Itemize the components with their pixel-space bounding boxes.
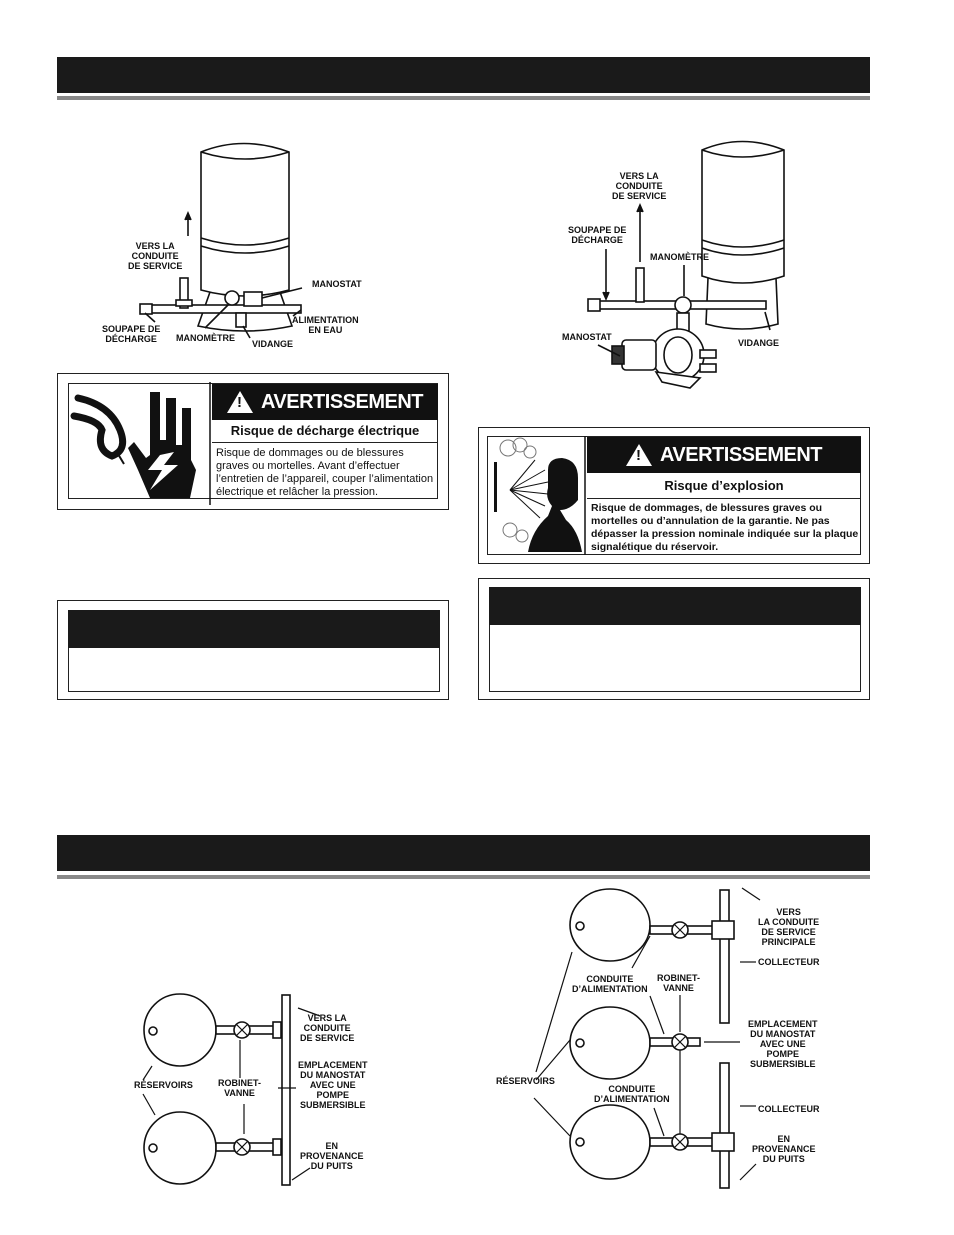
- label-emplacement-4: EMPLACEMENT DU MANOSTAT AVEC UNE POMPE S…: [748, 1019, 818, 1069]
- warning-electric-body: Risque de dommages ou de blessures grave…: [216, 447, 434, 498]
- warning-electric-inner: [68, 383, 438, 499]
- warning-explosion-inner: [487, 436, 861, 555]
- label-manostat-1: MANOSTAT: [312, 279, 362, 289]
- label-collecteur-4b: COLLECTEUR: [758, 1104, 820, 1114]
- warning-explosion-subheader: Risque d’explosion: [587, 473, 861, 499]
- label-provenance-3: EN PROVENANCE DU PUITS: [300, 1141, 364, 1171]
- label-reservoirs-3: RÉSERVOIRS: [134, 1080, 193, 1090]
- warning-triangle-icon: !: [226, 391, 253, 413]
- label-conduite-4a: CONDUITE D’ALIMENTATION: [572, 974, 648, 994]
- section-rule-top: [57, 96, 870, 100]
- label-provenance-4: EN PROVENANCE DU PUITS: [752, 1134, 816, 1164]
- label-vers-la-conduite-1: VERS LA CONDUITE DE SERVICE: [128, 241, 183, 271]
- section-header-bar-top: [57, 57, 870, 93]
- label-soupape-1: SOUPAPE DE DÉCHARGE: [102, 324, 161, 344]
- warning-electric-header: ! AVERTISSEMENT: [212, 384, 438, 420]
- notice-box-left-header: [68, 610, 440, 648]
- section-header-bar-bottom: [57, 835, 870, 871]
- label-vidange-1: VIDANGE: [252, 339, 294, 349]
- label-robinet-4: ROBINET- VANNE: [657, 973, 701, 993]
- warning-electric-header-text: AVERTISSEMENT: [260, 390, 424, 413]
- label-reservoirs-4: RÉSERVOIRS: [496, 1076, 555, 1086]
- notice-box-right: [478, 578, 870, 700]
- warning-explosion-header-text: AVERTISSEMENT: [659, 443, 823, 466]
- section-rule-bottom: [57, 875, 870, 879]
- label-vidange-2: VIDANGE: [738, 338, 780, 348]
- label-vers-la-conduite-4: VERS LA CONDUITE DE SERVICE PRINCIPALE: [758, 907, 820, 947]
- notice-box-right-header: [489, 587, 861, 625]
- label-alimentation-1: ALIMENTATION EN EAU: [292, 315, 359, 335]
- warning-triangle-icon-2: !: [625, 444, 652, 466]
- label-vers-la-conduite-3: VERS LA CONDUITE DE SERVICE: [300, 1013, 355, 1043]
- warning-explosion-body: Risque de dommages, de blessures graves …: [591, 502, 859, 553]
- label-manometre-2: MANOMÈTRE: [650, 252, 709, 262]
- label-conduite-4b: CONDUITE D’ALIMENTATION: [594, 1084, 670, 1104]
- label-vers-la-conduite-2: VERS LA CONDUITE DE SERVICE: [612, 171, 667, 201]
- notice-box-left: [57, 600, 449, 700]
- label-manometre-1: MANOMÈTRE: [176, 333, 235, 343]
- warning-explosion-header: ! AVERTISSEMENT: [587, 437, 861, 473]
- label-manostat-2: MANOSTAT: [562, 332, 612, 342]
- label-soupape-2: SOUPAPE DE DÉCHARGE: [568, 225, 627, 245]
- label-collecteur-4a: COLLECTEUR: [758, 957, 820, 967]
- warning-electric-subheader: Risque de décharge électrique: [212, 420, 438, 443]
- label-emplacement-3: EMPLACEMENT DU MANOSTAT AVEC UNE POMPE S…: [298, 1060, 368, 1110]
- label-robinet-3: ROBINET- VANNE: [218, 1078, 262, 1098]
